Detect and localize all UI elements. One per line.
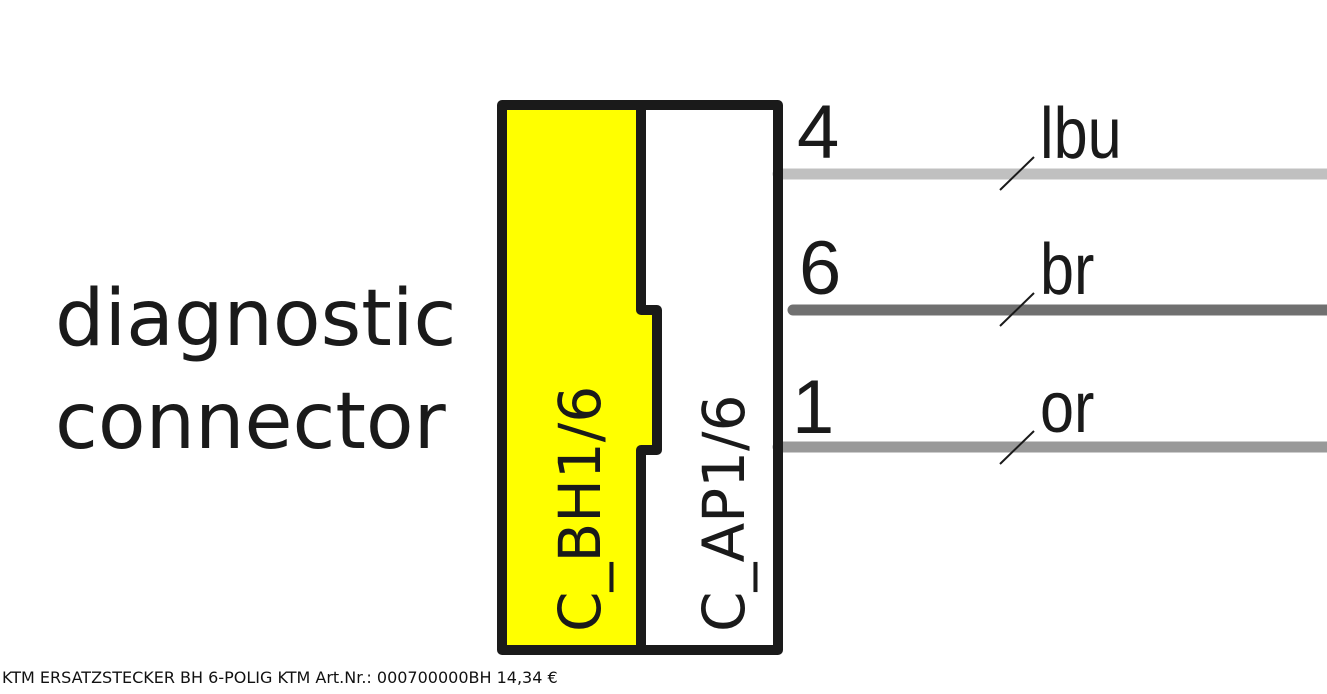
wire-br xyxy=(787,292,1327,327)
wire-lbu xyxy=(772,156,1327,191)
pin-number: 4 xyxy=(797,90,839,175)
pin-number: 1 xyxy=(792,365,834,450)
pin-number: 6 xyxy=(799,226,841,311)
wire-tick xyxy=(999,430,1035,465)
title-line-1: diagnostic xyxy=(55,274,456,364)
wire-tick xyxy=(999,156,1035,191)
connector-right-label: C_AP1/6 xyxy=(690,395,758,633)
connector-left-label: C_BH1/6 xyxy=(546,386,614,632)
wire-color-code: br xyxy=(1040,230,1094,310)
caption: KTM ERSATZSTECKER BH 6-POLIG KTM Art.Nr.… xyxy=(2,668,558,687)
wire-color-code: or xyxy=(1040,368,1094,448)
wire-or xyxy=(772,430,1327,465)
title-line-2: connector xyxy=(55,377,447,467)
wire-color-code: lbu xyxy=(1040,94,1122,174)
connector-divider xyxy=(636,105,662,650)
connector-left-housing xyxy=(507,110,657,645)
wire-tick xyxy=(999,292,1035,327)
